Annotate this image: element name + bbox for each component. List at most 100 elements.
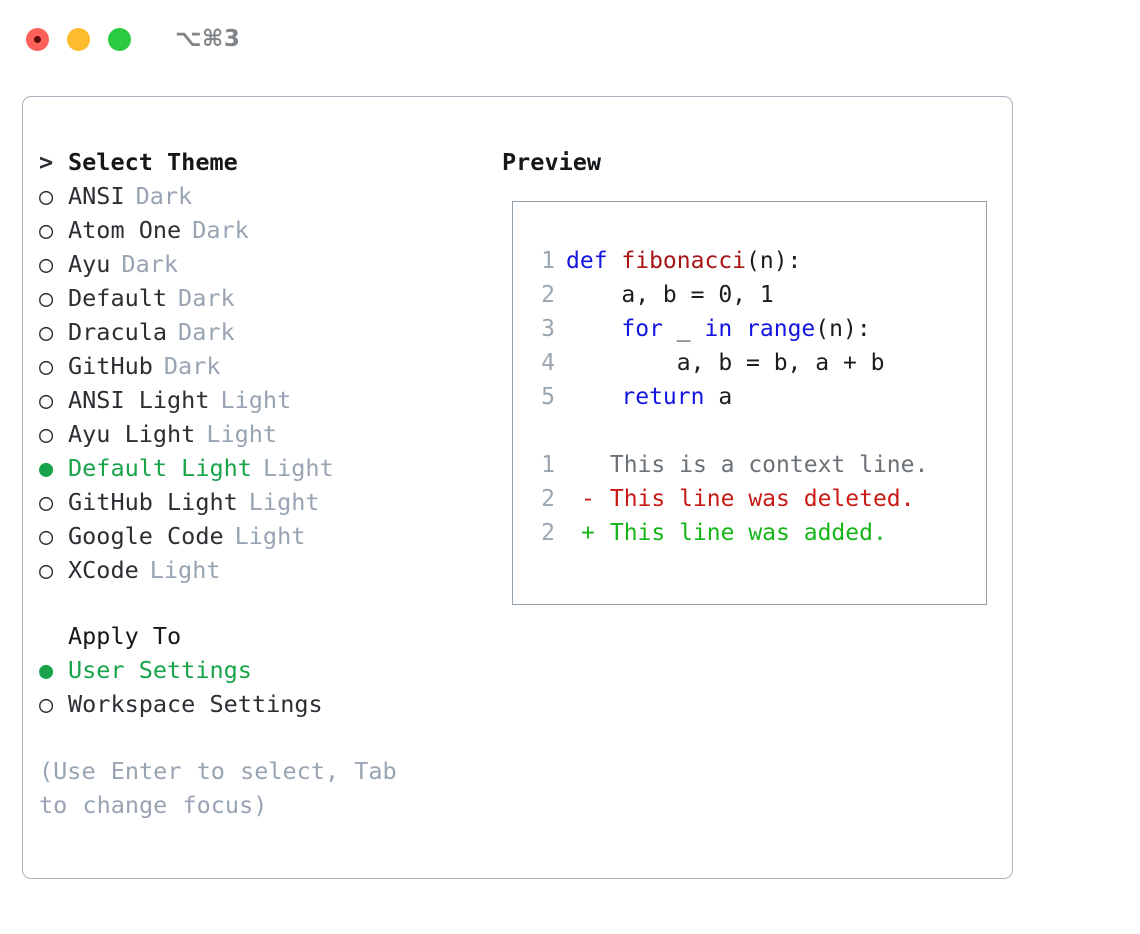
diff-text-spacer bbox=[596, 516, 610, 550]
radio-unselected-icon: ○ bbox=[39, 522, 54, 550]
diff-line: 2 - This line was deleted. bbox=[529, 482, 986, 516]
prompt-caret-icon: > bbox=[39, 148, 54, 176]
diff-line-text: This line was deleted. bbox=[609, 486, 915, 512]
theme-list-item[interactable]: ○ Atom One Dark bbox=[39, 213, 489, 247]
code-token: _ bbox=[662, 316, 705, 342]
apply-to-item-label: Workspace Settings bbox=[68, 690, 323, 718]
theme-item-label: Google Code bbox=[68, 522, 224, 550]
preview-spacer bbox=[529, 414, 986, 448]
code-line-number: 2 bbox=[541, 282, 555, 308]
code-token bbox=[732, 316, 746, 342]
theme-item-variant-tag: Dark bbox=[135, 182, 193, 210]
diff-line-text: This is a context line. bbox=[609, 452, 929, 478]
maximize-button-icon[interactable] bbox=[108, 27, 131, 51]
diff-gutter-spacer bbox=[566, 448, 581, 482]
radio-unselected-icon: ○ bbox=[39, 182, 54, 210]
code-token: (n): bbox=[815, 316, 871, 342]
code-line-content: def fibonacci(n): bbox=[566, 244, 801, 278]
code-token: (n): bbox=[746, 248, 802, 274]
diff-marker-icon bbox=[581, 448, 596, 482]
code-token bbox=[566, 384, 621, 410]
theme-item-label: Dracula bbox=[68, 318, 168, 346]
code-line: 3 for _ in range(n): bbox=[529, 312, 986, 346]
minimize-button-icon[interactable] bbox=[67, 27, 90, 51]
theme-item-label: Ayu bbox=[68, 250, 111, 278]
code-line-content: a, b = b, a + b bbox=[566, 346, 885, 380]
apply-to-item[interactable]: ○ Workspace Settings bbox=[39, 687, 489, 721]
radio-unselected-icon: ○ bbox=[39, 250, 54, 278]
theme-item-variant-tag: Dark bbox=[121, 250, 179, 278]
theme-list-item[interactable]: ○ Ayu Dark bbox=[39, 247, 489, 281]
diff-line: 2 + This line was added. bbox=[529, 516, 986, 550]
diff-line-text: This line was added. bbox=[609, 520, 887, 546]
theme-item-label: XCode bbox=[68, 556, 139, 584]
keyboard-shortcut-label: ⌥⌘3 bbox=[175, 26, 241, 52]
diff-line-number: 2 bbox=[541, 486, 555, 512]
radio-selected-icon: ● bbox=[39, 454, 54, 482]
theme-item-variant-tag: Dark bbox=[192, 216, 249, 244]
radio-unselected-icon: ○ bbox=[39, 216, 54, 244]
theme-item-label: Ayu Light bbox=[68, 420, 196, 448]
code-token bbox=[566, 316, 621, 342]
code-token: a, b = 0, 1 bbox=[566, 282, 774, 308]
diff-line: 1 This is a context line. bbox=[529, 448, 986, 482]
theme-item-variant-tag: Light bbox=[262, 454, 334, 482]
apply-to-item-label: User Settings bbox=[68, 656, 252, 684]
theme-item-variant-tag: Light bbox=[234, 522, 306, 550]
code-line-content: for _ in range(n): bbox=[566, 312, 871, 346]
code-token: a bbox=[704, 384, 733, 410]
radio-unselected-icon: ○ bbox=[39, 318, 54, 346]
diff-marker-icon: - bbox=[581, 486, 595, 512]
theme-item-variant-tag: Light bbox=[220, 386, 292, 414]
keyboard-hint-text: (Use Enter to select, Tab to change focu… bbox=[39, 757, 397, 819]
diff-line-number: 2 bbox=[541, 520, 555, 546]
code-token: for bbox=[621, 316, 663, 342]
theme-item-label: GitHub bbox=[68, 352, 153, 380]
diff-sample-block: 1 This is a context line.2 - This line w… bbox=[529, 448, 986, 550]
theme-list-item[interactable]: ○ Ayu Light Light bbox=[39, 417, 489, 451]
theme-list-item[interactable]: ○ Google Code Light bbox=[39, 519, 489, 553]
apply-to-title: Apply To bbox=[68, 622, 182, 650]
radio-unselected-icon: ○ bbox=[39, 488, 54, 516]
theme-item-variant-tag: Light bbox=[206, 420, 278, 448]
diff-gutter-spacer bbox=[566, 516, 581, 550]
theme-item-label: GitHub Light bbox=[68, 488, 238, 516]
theme-item-variant-tag: Dark bbox=[178, 284, 235, 312]
code-line-number: 5 bbox=[541, 384, 555, 410]
diff-gutter-spacer bbox=[566, 482, 581, 516]
radio-selected-icon: ● bbox=[39, 656, 54, 684]
code-line: 4 a, b = b, a + b bbox=[529, 346, 986, 380]
theme-item-label: ANSI Light bbox=[68, 386, 210, 414]
radio-unselected-icon: ○ bbox=[39, 284, 54, 312]
window-titlebar: ⌥⌘3 bbox=[0, 0, 1140, 78]
code-line-number: 4 bbox=[541, 350, 555, 376]
radio-unselected-icon: ○ bbox=[39, 690, 54, 718]
code-token: fibonacci bbox=[621, 248, 747, 274]
diff-text-spacer bbox=[596, 448, 610, 482]
code-line: 1 def fibonacci(n): bbox=[529, 244, 986, 278]
code-token: def bbox=[566, 248, 622, 274]
theme-item-label: Atom One bbox=[68, 216, 182, 244]
radio-unselected-icon: ○ bbox=[39, 556, 54, 584]
code-line-number: 3 bbox=[541, 316, 555, 342]
close-button-icon[interactable] bbox=[26, 27, 49, 51]
apply-to-item[interactable]: ● User Settings bbox=[39, 653, 489, 687]
radio-unselected-icon: ○ bbox=[39, 420, 54, 448]
theme-item-variant-tag: Dark bbox=[163, 352, 221, 380]
code-token: return bbox=[621, 384, 705, 410]
code-line-number: 1 bbox=[541, 248, 555, 274]
